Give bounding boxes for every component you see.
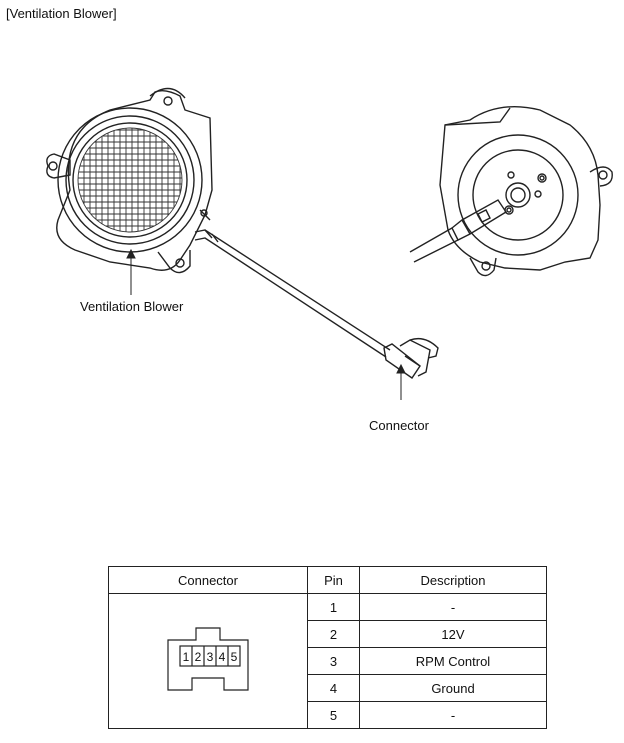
pin-description: - — [359, 701, 547, 729]
blower-label: Ventilation Blower — [80, 299, 184, 314]
header-description: Description — [359, 566, 547, 594]
front-blower-housing — [56, 89, 213, 271]
pin-number: 5 — [307, 701, 360, 729]
pin-number: 3 — [307, 647, 360, 675]
pin-description: RPM Control — [359, 647, 547, 675]
connector-pin-1: 1 — [183, 650, 190, 664]
connector-pin-5: 5 — [231, 650, 238, 664]
table-row: 1 2 3 4 5 1 - — [108, 593, 547, 729]
front-fan-grill — [77, 127, 183, 233]
rear-motor-ring — [457, 134, 579, 256]
pin-number: 1 — [307, 593, 360, 621]
table-row: 5 - — [109, 701, 547, 729]
connector-pin-2: 2 — [195, 650, 202, 664]
header-connector: Connector — [108, 566, 308, 594]
connector-pin-4: 4 — [219, 650, 226, 664]
connector-pinout-diagram: 1 2 3 4 5 — [167, 626, 249, 691]
rear-blower-housing — [439, 105, 601, 271]
connector-label: Connector — [369, 418, 429, 433]
table-row: 3 RPM Control — [109, 647, 547, 675]
table-header-row: Connector Pin Description — [108, 566, 547, 594]
pin-number: 2 — [307, 620, 360, 648]
pin-description: Ground — [359, 674, 547, 702]
connector-body — [383, 337, 439, 379]
connector-pin-3: 3 — [207, 650, 214, 664]
page-title: [Ventilation Blower] — [6, 6, 117, 21]
header-pin: Pin — [307, 566, 360, 594]
pin-number: 4 — [307, 674, 360, 702]
cable — [194, 229, 391, 351]
pin-description: - — [359, 593, 547, 621]
pin-table: Connector Pin Description 1 2 3 4 — [108, 566, 547, 729]
connector-diagram-cell: 1 2 3 4 5 — [108, 593, 308, 729]
pin-description: 12V — [359, 620, 547, 648]
table-row: 2 12V — [109, 620, 547, 648]
blower-illustration — [46, 87, 613, 400]
